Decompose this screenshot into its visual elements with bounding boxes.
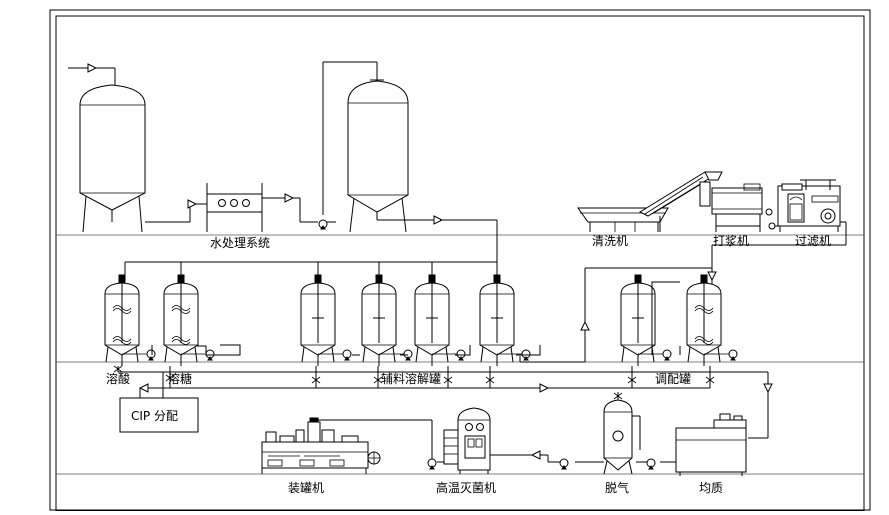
acid-tank [104, 274, 156, 366]
pulper-machine [699, 171, 773, 232]
label-degasser: 脱气 [605, 480, 629, 495]
label-acid-tank: 溶酸 [106, 371, 130, 386]
aux-tank-1 [300, 274, 352, 366]
raw-water-tank [79, 84, 146, 233]
blend-tank-2 [686, 274, 738, 366]
label-water-treatment: 水处理系统 [210, 236, 270, 250]
can-filler [261, 417, 381, 474]
homogenizer [636, 413, 747, 476]
label-pulper: 打浆机 [713, 233, 749, 248]
degasser [490, 392, 641, 475]
label-filter: 过滤机 [795, 234, 831, 248]
cip-distribution-box [119, 397, 199, 433]
outer-frame [49, 9, 871, 511]
sugar-tank [163, 274, 215, 366]
aux-tank-4 [479, 274, 531, 366]
tank-side-pipes [151, 281, 681, 356]
blend-feed-line [519, 267, 712, 363]
label-sugar-tank: 溶糖 [168, 371, 192, 386]
label-blend-tank: 调配罐 [655, 372, 691, 386]
aux-tank-3 [414, 274, 466, 366]
label-washer: 清洗机 [592, 234, 628, 248]
label-sterilizer: 高温灭菌机 [436, 480, 496, 495]
purified-water-tank [347, 80, 498, 262]
water-filter-unit [145, 61, 384, 232]
blend-tank-1 [620, 274, 672, 366]
filter-machine [707, 179, 847, 288]
washer-machine [577, 171, 711, 232]
transfer-lines [117, 366, 773, 439]
water-inlet [68, 63, 116, 86]
label-cip: CIP 分配 [131, 409, 178, 423]
aux-tank-2 [361, 274, 413, 366]
label-homogenizer: 均质 [699, 481, 723, 495]
label-aux-tanks: 辅料溶解罐 [381, 371, 441, 386]
label-can-filler: 装罐机 [288, 481, 324, 495]
